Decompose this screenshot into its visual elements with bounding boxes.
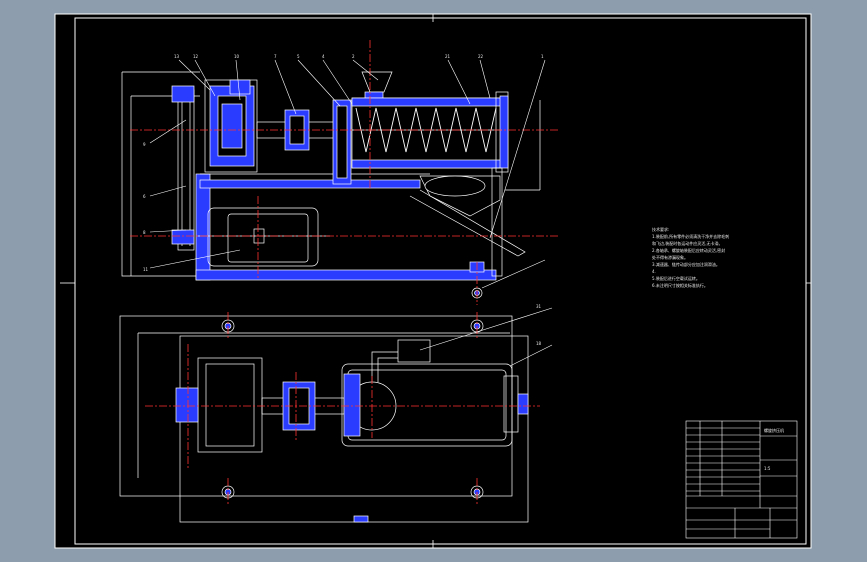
balloon: 11 — [143, 267, 149, 272]
notes-line: 6.未注明尺寸按相关标准执行。 — [652, 283, 708, 288]
notes-line: 4. — [652, 269, 656, 274]
notes-line: 2.各轴承、螺旋轴装配后应转动灵活,密封 — [652, 248, 726, 253]
notes-line: 技术要求: — [652, 227, 670, 232]
front-centerlines — [130, 40, 560, 305]
balloon: 6 — [143, 194, 146, 199]
notes-line: 5.装配后进行空载试运转。 — [652, 276, 700, 281]
balloon: 2 — [352, 54, 355, 59]
balloon: 31 — [536, 304, 542, 309]
balloon: 12 — [193, 54, 199, 59]
balloon: 9 — [143, 142, 146, 147]
balloon: 4 — [322, 54, 325, 59]
balloon: 8 — [143, 230, 146, 235]
balloon: 22 — [478, 54, 484, 59]
top-centerlines — [145, 312, 540, 505]
notes-line: 和飞边,装配时各运动件应灵活,无卡滞。 — [652, 241, 723, 246]
leader-lines-top — [419, 307, 553, 367]
title-block-text: 螺旋挤压机 1:5 — [764, 427, 784, 471]
notes-line: 处不得有渗漏现象。 — [652, 255, 688, 260]
balloon: 1 — [541, 54, 544, 59]
balloon: 18 — [536, 341, 542, 346]
balloon: 7 — [274, 54, 277, 59]
drawing-title: 螺旋挤压机 — [764, 427, 784, 433]
technical-notes: 技术要求: 1.装配前,所有零件必须清洗干净并去除毛刺 和飞边,装配时各运动件应… — [652, 226, 792, 289]
balloon: 5 — [297, 54, 300, 59]
top-view — [119, 315, 529, 523]
notes-line: 3.减速器、链传动部分应加注润滑油。 — [652, 262, 720, 267]
drawing-scale: 1:5 — [764, 466, 771, 471]
title-block — [685, 420, 798, 539]
balloon: 13 — [174, 54, 180, 59]
notes-line: 1.装配前,所有零件必须清洗干净并去除毛刺 — [652, 234, 730, 239]
drawing-frame — [74, 17, 807, 545]
balloon: 10 — [234, 54, 240, 59]
front-view — [121, 71, 541, 299]
balloon-labels: 13 12 10 7 5 4 2 21 22 1 9 6 8 11 31 18 — [143, 54, 544, 346]
leader-lines-front — [149, 59, 546, 289]
balloon: 21 — [445, 54, 451, 59]
